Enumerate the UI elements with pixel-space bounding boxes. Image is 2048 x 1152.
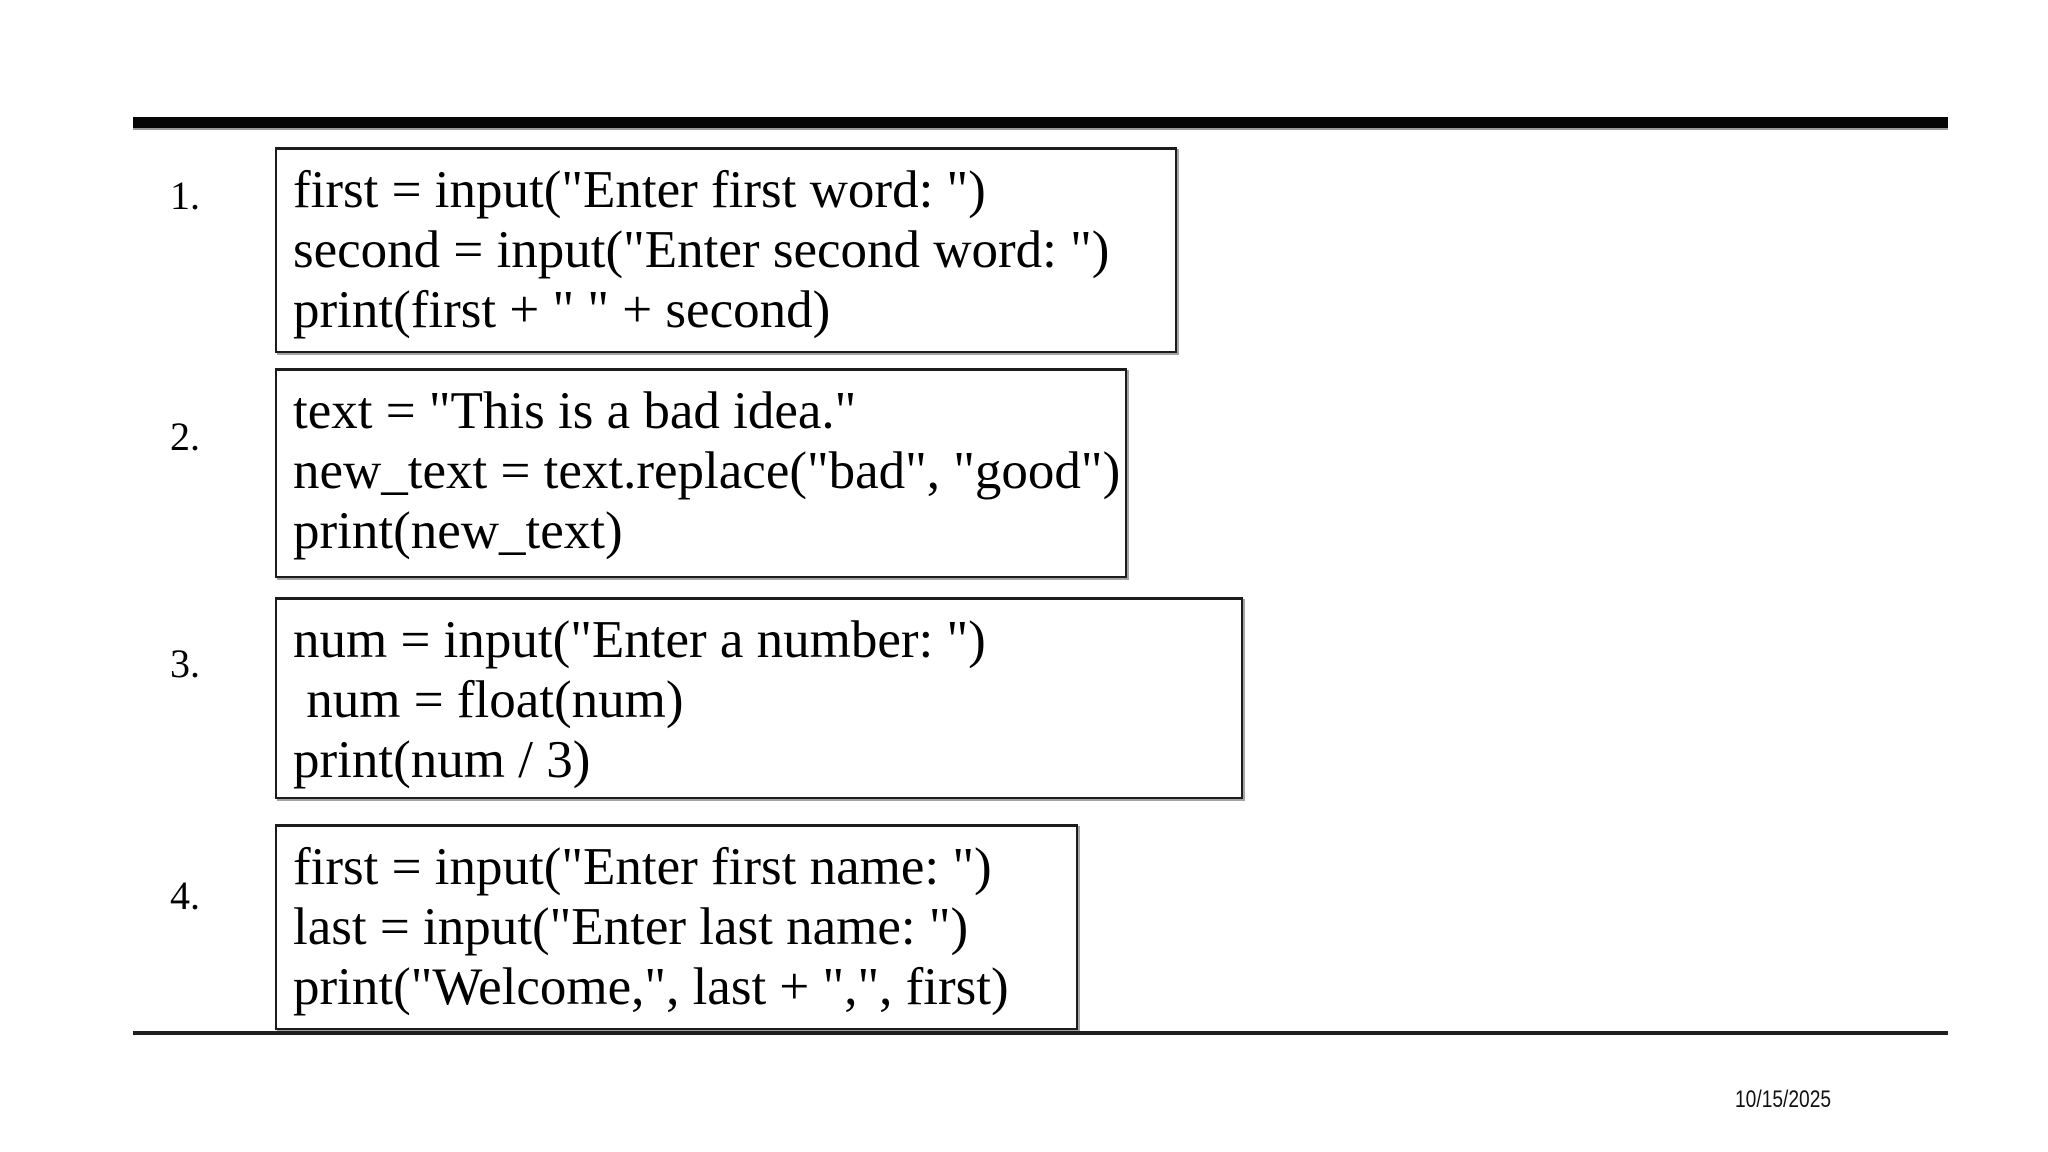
code-line: num = float(num) xyxy=(293,671,684,729)
code-line: print(num / 3) xyxy=(293,731,591,789)
item-2-code-box: text = "This is a bad idea." new_text = … xyxy=(275,368,1127,578)
top-divider-rule xyxy=(133,117,1948,128)
item-3-number: 3. xyxy=(170,641,200,686)
code-line: print("Welcome,", last + ",", first) xyxy=(293,958,1009,1016)
code-line: new_text = text.replace("bad", "good") xyxy=(293,442,1121,500)
code-line: last = input("Enter last name: ") xyxy=(293,898,969,956)
item-2-number: 2. xyxy=(170,414,200,459)
item-3-code-box: num = input("Enter a number: ") num = fl… xyxy=(275,597,1243,799)
bottom-divider-rule xyxy=(133,1031,1948,1035)
code-line: first = input("Enter first word: ") xyxy=(293,161,986,219)
code-line: first = input("Enter first name: ") xyxy=(293,838,992,896)
code-line: num = input("Enter a number: ") xyxy=(293,611,986,669)
code-line: print(first + " " + second) xyxy=(293,281,831,339)
date-label: 10/15/2025 xyxy=(1735,1086,1832,1113)
code-line: text = "This is a bad idea." xyxy=(293,382,857,440)
item-1-code-box: first = input("Enter first word: ") seco… xyxy=(275,147,1177,353)
item-4-code-box: first = input("Enter first name: ") last… xyxy=(275,824,1078,1030)
code-line: second = input("Enter second word: ") xyxy=(293,221,1110,279)
code-line: print(new_text) xyxy=(293,502,623,560)
item-1-number: 1. xyxy=(170,173,200,218)
item-4-number: 4. xyxy=(170,873,200,918)
